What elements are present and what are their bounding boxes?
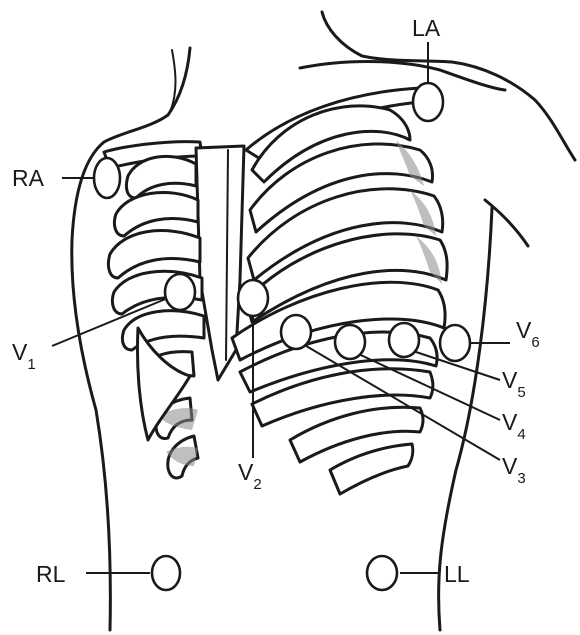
- leader-lines: [51, 42, 510, 574]
- leader-v1: [51, 297, 169, 347]
- electrode-la: [411, 81, 445, 123]
- electrode-v1: [163, 272, 197, 312]
- left-side-line: [437, 206, 494, 632]
- left-rib-shadow-2: [410, 190, 436, 236]
- left-rib-2: [248, 142, 434, 234]
- sternum-edge: [225, 149, 229, 361]
- right-rib-shadow-2: [166, 446, 198, 466]
- right-rib-2: [112, 191, 200, 238]
- label-v2: V2: [238, 459, 262, 493]
- label-rl: RL: [36, 561, 66, 587]
- label-v3-main: V: [502, 453, 518, 479]
- label-v5: V5: [502, 367, 526, 401]
- clavicle-stroke: [169, 49, 177, 113]
- left-rib-shadow-1: [396, 140, 424, 186]
- body-outline: [70, 10, 577, 632]
- label-v3-sub: 3: [517, 470, 525, 487]
- left-rib-9: [328, 442, 415, 496]
- lead-labels: LA RA RL LL V1 V2 V3 V4 V5 V6: [12, 15, 540, 587]
- right-rib-5: [120, 309, 206, 352]
- electrode-rl: [150, 554, 182, 592]
- label-v6-sub: 6: [531, 334, 539, 351]
- label-v4-main: V: [502, 409, 518, 435]
- leader-v5: [403, 347, 501, 381]
- left-rib-shadow-3: [416, 236, 442, 284]
- trapezius-line: [298, 60, 507, 92]
- label-v1-main: V: [12, 339, 28, 365]
- left-ribs: [230, 104, 449, 496]
- left-rib-3: [246, 187, 445, 282]
- label-la: LA: [412, 15, 441, 41]
- left-rib-4: [244, 232, 449, 324]
- electrode-v4: [333, 323, 367, 361]
- label-v6: V6: [516, 317, 540, 351]
- electrode-v2: [236, 278, 270, 318]
- label-v6-main: V: [516, 317, 532, 343]
- neck-right-line: [70, 46, 192, 632]
- electrode-ll: [365, 554, 399, 592]
- electrode-v3: [279, 313, 313, 351]
- label-v5-sub: 5: [517, 384, 525, 401]
- label-v2-sub: 2: [253, 476, 261, 493]
- label-v1-sub: 1: [27, 356, 35, 373]
- label-v1: V1: [12, 339, 36, 373]
- right-rib-3: [106, 229, 202, 280]
- electrode-ra: [92, 156, 122, 200]
- right-rib-1: [124, 154, 198, 200]
- left-axilla-line: [483, 198, 530, 248]
- label-v4: V4: [502, 409, 526, 443]
- electrode-v6: [438, 323, 472, 363]
- left-rib-6: [238, 330, 439, 394]
- electrodes: [92, 81, 472, 592]
- label-v4-sub: 4: [517, 426, 525, 443]
- right-rib-shadow-1: [158, 408, 198, 430]
- neck-left-line: [320, 10, 577, 162]
- leader-v4: [349, 349, 501, 421]
- label-v3: V3: [502, 453, 526, 487]
- left-rib-7: [250, 367, 435, 428]
- label-v2-main: V: [238, 459, 254, 485]
- leader-v3: [295, 339, 501, 461]
- label-ra: RA: [12, 165, 45, 191]
- right-costal-margin: [135, 326, 192, 442]
- label-v5-main: V: [502, 367, 518, 393]
- left-rib-5: [230, 280, 447, 362]
- label-ll: LL: [444, 561, 470, 587]
- left-rib-1: [250, 104, 412, 184]
- electrode-v5: [387, 321, 421, 359]
- left-rib-8: [288, 405, 425, 464]
